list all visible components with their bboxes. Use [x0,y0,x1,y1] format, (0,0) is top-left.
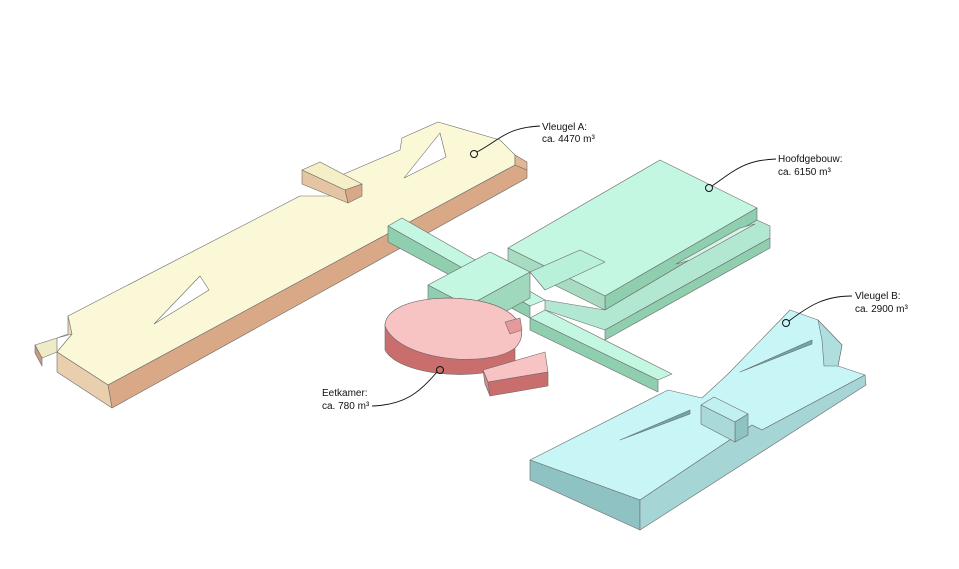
marker-dot [436,366,444,374]
label-vleugel-b-name: Vleugel B: [855,291,901,302]
label-eetkamer-name: Eetkamer: [322,388,368,399]
leader-line [476,125,541,153]
marker-dot [705,184,713,192]
marker-dot [470,150,478,158]
label-eetkamer-volume: ca. 780 m³ [322,401,370,412]
vleugel-a-volume [34,121,528,409]
label-vleugel-b: Vleugel B: ca. 2900 m³ [782,291,908,327]
label-hoofdgebouw: Hoofdgebouw: ca. 6150 m³ [705,154,843,192]
eetkamer-volume [384,297,549,397]
label-vleugel-a-name: Vleugel A: [542,122,587,133]
vleugel-b-volume [529,309,867,531]
label-hoofdgebouw-volume: ca. 6150 m³ [778,167,831,178]
label-hoofdgebouw-name: Hoofdgebouw: [778,154,843,165]
label-vleugel-a: Vleugel A: ca. 4470 m³ [470,122,595,158]
leader-line [371,371,438,407]
leader-line [711,158,777,187]
label-vleugel-a-volume: ca. 4470 m³ [542,134,595,145]
label-eetkamer: Eetkamer: ca. 780 m³ [322,366,444,412]
marker-dot [782,319,790,327]
label-vleugel-b-volume: ca. 2900 m³ [855,304,908,315]
leader-line [788,295,853,322]
